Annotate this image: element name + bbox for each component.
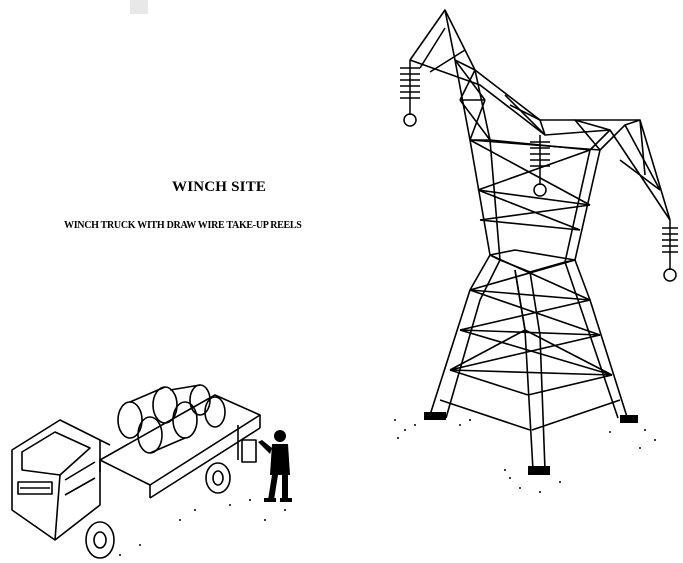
worker-figure xyxy=(0,0,683,563)
